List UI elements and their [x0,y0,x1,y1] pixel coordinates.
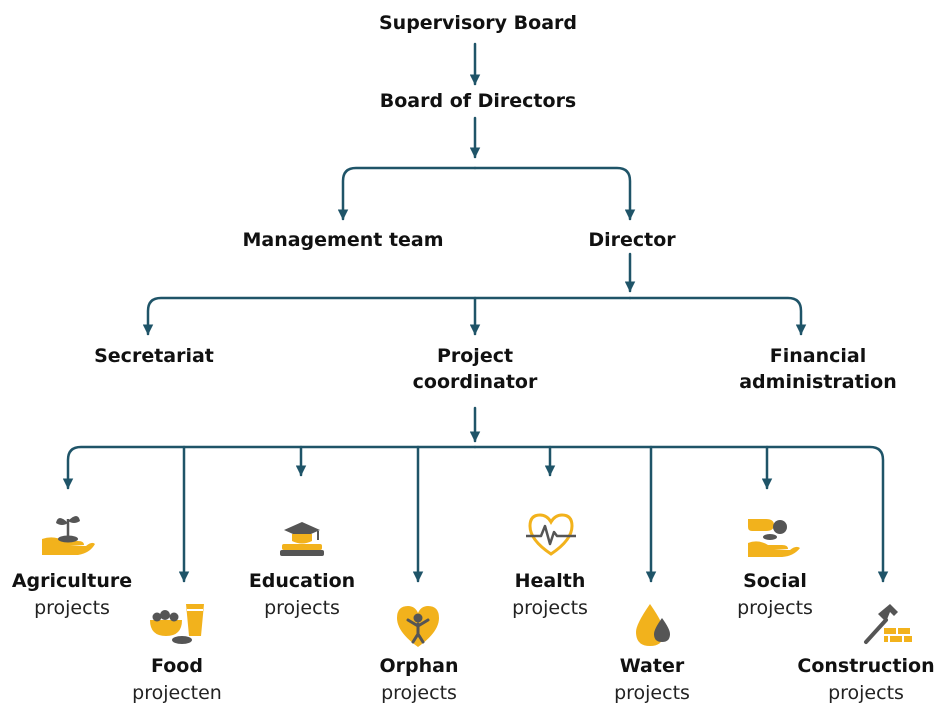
project-orphan: Orphan projects [380,653,459,707]
financial-administration-line2: administration [739,371,897,393]
project-title: Agriculture [11,570,133,592]
director-label: Director [588,229,676,251]
project-coordinator-line2: coordinator [412,371,538,393]
arrow-to-agriculture [62,445,477,490]
project-social: Social projects [737,568,813,622]
project-title: Health [514,570,586,592]
management-team-label: Management team [242,229,444,251]
project-construction: Construction projects [797,653,934,707]
project-subtitle: projects [614,682,690,704]
project-subtitle: projecten [132,682,222,704]
project-title: Food [151,655,203,677]
board-of-directors-label: Board of Directors [379,90,577,112]
arrow-to-management [337,166,477,221]
project-subtitle: projects [828,682,904,704]
project-food: Food projecten [132,653,222,707]
books-graduation-cap-icon [280,522,324,556]
project-title: Construction [797,655,935,677]
arrow-to-financial [628,296,807,336]
project-subtitle: projects [34,597,110,619]
giving-hand-coin-icon [748,519,800,557]
secretariat-label: Secretariat [94,345,214,367]
food-bowl-glass-icon [150,604,204,644]
project-title: Social [743,570,807,592]
supervisory-board-label: Supervisory Board [378,12,578,34]
seedling-in-hand-icon [42,516,95,555]
heart-child-icon [397,606,439,647]
project-health: Health projects [512,568,588,622]
arrow-to-health [473,445,889,583]
project-water: Water projects [614,653,690,707]
financial-administration-label: Financial administration [739,343,897,395]
hammer-bricks-icon [864,604,912,644]
financial-administration-line1: Financial [769,345,867,367]
project-subtitle: projects [264,597,340,619]
project-subtitle: projects [512,597,588,619]
project-subtitle: projects [737,597,813,619]
water-drops-icon [636,604,670,646]
project-agriculture: Agriculture projects [12,568,132,622]
arrow-to-secretariat [142,296,632,336]
project-title: Water [619,655,685,677]
heartbeat-icon [526,513,576,556]
project-coordinator-line1: Project [436,345,514,367]
project-title: Orphan [379,655,459,677]
arrow-to-director [473,166,636,221]
project-title: Education [248,570,356,592]
project-subtitle: projects [381,682,457,704]
project-coordinator-label: Project coordinator [413,343,538,395]
project-education: Education projects [249,568,355,622]
